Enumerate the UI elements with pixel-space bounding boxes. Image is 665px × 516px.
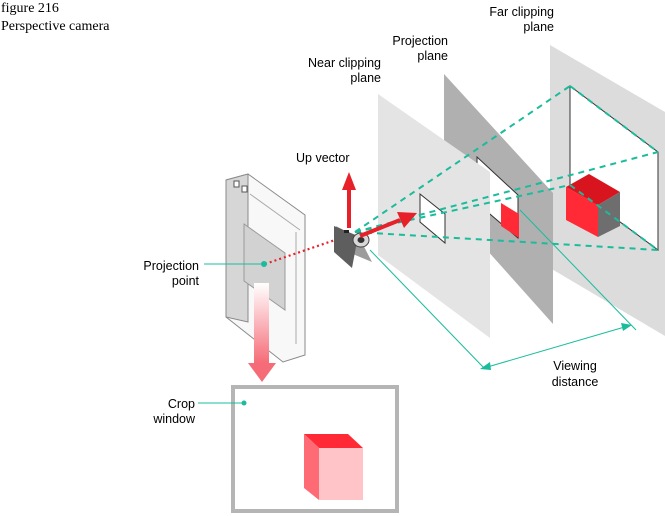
camera-viewfinder bbox=[344, 230, 349, 233]
near-clipping-plane-label-line1: Near clipping bbox=[308, 56, 381, 70]
far-clipping-plane-label-line1: Far clipping bbox=[489, 5, 554, 19]
projection-point-label-line2: point bbox=[172, 274, 200, 288]
viewing-distance-arrowhead-left bbox=[480, 362, 491, 370]
diagram-labels: Far clipping plane Projection plane Near… bbox=[143, 5, 598, 426]
monitor-close-icon bbox=[233, 180, 240, 188]
crop-window bbox=[231, 385, 399, 513]
monitor-maximize-icon bbox=[241, 185, 248, 193]
frustum-far-top bbox=[569, 85, 659, 153]
viewing-distance-label-line1: Viewing bbox=[553, 359, 597, 373]
up-vector-label: Up vector bbox=[296, 151, 350, 165]
camera bbox=[334, 226, 372, 268]
far-plane-window bbox=[569, 85, 659, 251]
viewing-distance-extension-near bbox=[369, 249, 485, 369]
view-direction-arrowhead bbox=[397, 212, 417, 228]
frustum-edge-top-right bbox=[354, 151, 659, 233]
camera-lens-center bbox=[357, 237, 365, 243]
crop-window-leader-dot bbox=[241, 400, 247, 406]
crop-window-label-line1: Crop bbox=[168, 397, 195, 411]
viewing-distance-label-line2: distance bbox=[552, 375, 599, 389]
viewing-distance-line bbox=[483, 325, 629, 369]
projection-arrow-shaft bbox=[254, 283, 269, 363]
scene-cube-top bbox=[566, 174, 620, 205]
projection-point-label-line1: Projection bbox=[143, 259, 199, 273]
monitor-title-bar bbox=[249, 193, 301, 231]
crop-window-label-line2: window bbox=[152, 412, 196, 426]
near-clipping-plane bbox=[378, 94, 490, 338]
scene-cube-front bbox=[566, 187, 598, 237]
projection-point-dot bbox=[261, 261, 267, 267]
projection-plane-label-line2: plane bbox=[417, 49, 448, 63]
up-vector-arrowhead bbox=[342, 172, 356, 190]
viewing-distance-arrowhead-right bbox=[621, 323, 632, 331]
view-direction-shaft bbox=[359, 218, 401, 238]
near-plane-window bbox=[419, 192, 446, 245]
monitor bbox=[225, 173, 306, 363]
crop-cube-top bbox=[304, 434, 363, 448]
viewing-distance-dimension bbox=[369, 209, 637, 369]
crop-cube-side bbox=[304, 434, 319, 500]
far-clipping-plane-label-line2: plane bbox=[523, 20, 554, 34]
frustum-far-bottom bbox=[569, 184, 659, 251]
projected-image bbox=[501, 203, 519, 238]
projection-plane-label-line1: Projection bbox=[392, 34, 448, 48]
projection-arrow-head bbox=[248, 363, 276, 382]
sight-line bbox=[264, 238, 336, 266]
figure-number: figure 216 bbox=[1, 1, 59, 16]
viewing-distance-extension-far bbox=[519, 209, 637, 331]
figure-title: Perspective camera bbox=[1, 19, 110, 34]
monitor-viewport bbox=[243, 223, 286, 311]
near-clipping-plane-label-line2: plane bbox=[350, 71, 381, 85]
monitor-side bbox=[225, 173, 249, 323]
camera-body-front bbox=[334, 226, 358, 268]
crop-cube-front bbox=[319, 448, 363, 500]
